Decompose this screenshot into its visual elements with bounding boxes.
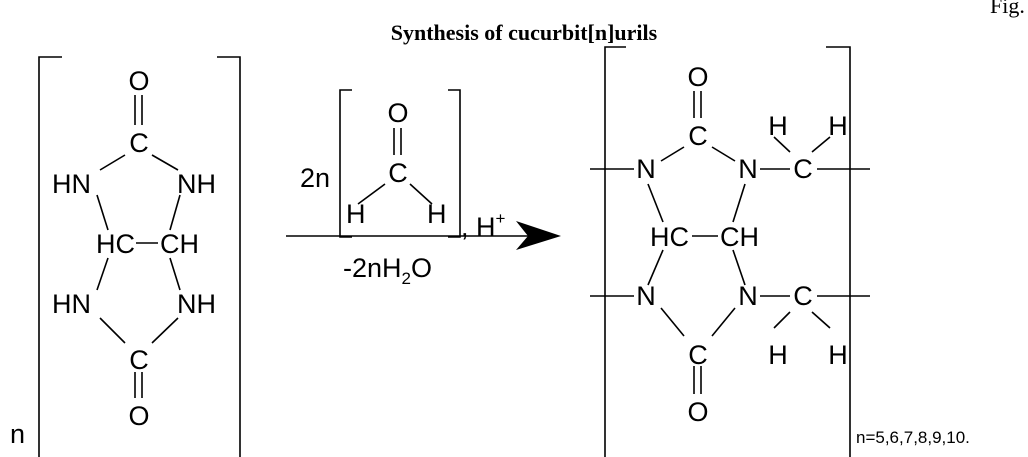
atom-p-n-top-left: N: [636, 154, 656, 184]
bond-nh-ch-right: [169, 194, 181, 231]
reagent-right-bracket: [448, 89, 461, 238]
bond-formaldehyde-ch-left: [357, 183, 386, 205]
atom-c-bottom: C: [129, 345, 149, 375]
reactant-glycoluril: O C HN NH HC CH HN NH C O: [38, 56, 241, 457]
atom-p-h-bottom-2: H: [828, 340, 848, 370]
bond-p-ch2-h-bottom-2: [811, 311, 831, 329]
atom-p-o-bottom: O: [687, 397, 708, 427]
atom-c-top: C: [129, 128, 149, 158]
atom-p-n-bottom-left: N: [636, 281, 656, 311]
atom-p-ch-right: CH: [720, 222, 759, 252]
bond-p-ch-n-bottom-right: [732, 249, 746, 286]
figure-label: Fig.: [990, 0, 1025, 18]
atom-nh-bottom-right: NH: [177, 289, 216, 319]
product-n-values: n=5,6,7,8,9,10.: [856, 428, 970, 447]
bond-ch-nh-bottom-right: [169, 257, 181, 291]
bond-c-nh-top-left: [99, 154, 126, 171]
atom-p-h-top-2: H: [828, 111, 848, 141]
scheme-title: Synthesis of cucurbit[n]urils: [391, 20, 658, 45]
reactant-left-bracket: [38, 56, 62, 457]
product-right-bracket: [826, 46, 851, 457]
atom-p-h-top-1: H: [768, 111, 788, 141]
atom-p-ch2-bottom-c: C: [793, 281, 813, 311]
atom-p-n-top-right: N: [738, 154, 758, 184]
atom-formaldehyde-c: C: [388, 158, 408, 188]
atom-p-o-top: O: [687, 62, 708, 92]
atom-o-top: O: [128, 66, 149, 96]
bond-p-c-n-top-left: [660, 146, 685, 162]
reagent-left-bracket: [339, 89, 352, 238]
bond-p-c-n-top-right: [711, 146, 736, 162]
atom-p-c-bottom: C: [688, 340, 708, 370]
atom-ch-right: CH: [160, 229, 199, 259]
reactant-coefficient: n: [10, 419, 25, 449]
atom-formaldehyde-o: O: [387, 98, 408, 128]
bond-nh-c-bottom-left: [99, 317, 126, 344]
atom-formaldehyde-h-left: H: [346, 199, 366, 229]
bond-p-ch2-h-top-2: [811, 136, 831, 153]
bond-nh-hc-left: [96, 194, 109, 231]
arrow-head: [516, 221, 561, 250]
atom-nh-top-right: NH: [177, 169, 216, 199]
atom-hn-bottom-left: HN: [52, 289, 91, 319]
bond-p-n-c-bottom-left: [660, 307, 685, 337]
atom-p-h-bottom-1: H: [768, 340, 788, 370]
atom-p-ch2-top-c: C: [793, 154, 813, 184]
atom-hc-left: HC: [96, 229, 135, 259]
product-left-bracket: [604, 46, 626, 457]
bond-formaldehyde-ch-right: [409, 183, 433, 205]
atom-p-hc-left: HC: [650, 222, 689, 252]
atom-o-bottom: O: [128, 401, 149, 431]
bond-p-n-c-bottom-right: [711, 307, 736, 337]
atom-hn-top-left: HN: [52, 169, 91, 199]
bond-p-ch2-h-bottom-1: [773, 311, 791, 329]
reagent-coefficient: 2n: [300, 163, 330, 193]
bond-p-n-ch-right: [732, 183, 746, 223]
bond-c-nh-top-right: [151, 154, 179, 171]
bond-p-n-hc-left: [647, 183, 664, 223]
atom-p-c-top: C: [688, 121, 708, 151]
reaction-arrow: [286, 221, 561, 250]
reagent-formaldehyde: 2n O C H H , H+: [300, 89, 506, 242]
bond-p-hc-n-bottom-left: [647, 249, 664, 286]
bond-p-ch2-h-top-1: [773, 136, 791, 153]
atom-formaldehyde-h-right: H: [427, 199, 447, 229]
product-cucurbituril: O C N N H H C HC CH N N C H H C O: [590, 46, 870, 457]
byproduct-label: -2nH2O: [343, 253, 432, 288]
reactant-right-bracket: [217, 56, 241, 457]
bond-nh-c-bottom-right: [151, 317, 179, 344]
catalyst-label: , H+: [461, 209, 506, 242]
atom-p-n-bottom-right: N: [738, 281, 758, 311]
bond-hc-nh-bottom-left: [96, 257, 109, 291]
